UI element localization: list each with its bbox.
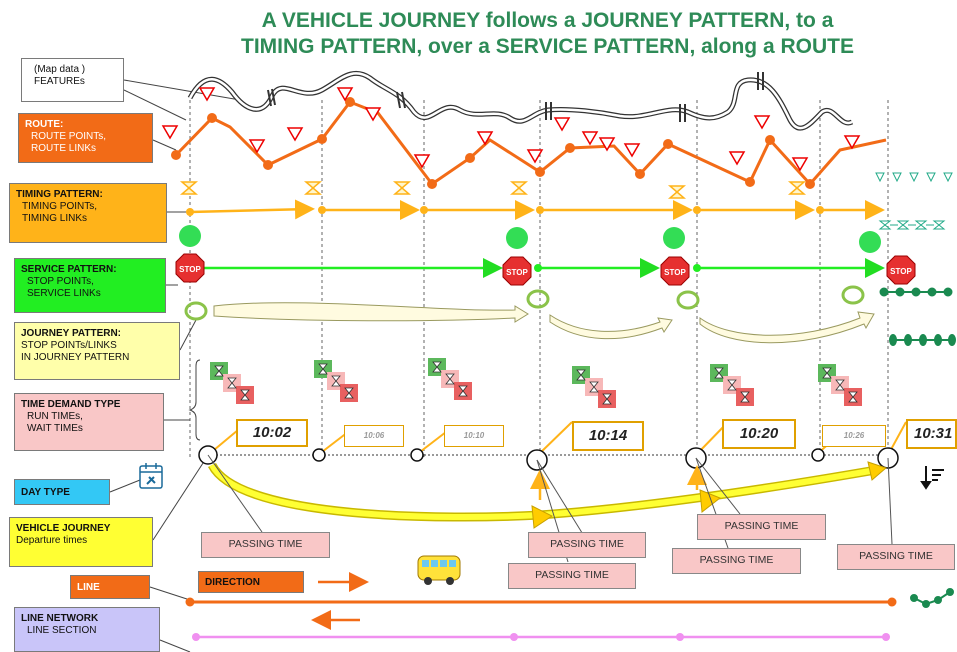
features-line-1: (Map data ) <box>34 64 86 75</box>
passing-time-1: PASSING TIME <box>201 532 330 558</box>
tdt-heading: TIME DEMAND TYPE <box>21 399 121 410</box>
tdt-line-1: RUN TIMEs, <box>27 411 83 422</box>
stop-sign-label-1: STOP <box>179 265 201 274</box>
time-demand-type-label: TIME DEMAND TYPE RUN TIMEs, WAIT TIMEs <box>14 393 164 451</box>
day-type-label: DAY TYPE <box>14 479 110 505</box>
route-line-2: ROUTE LINKs <box>31 143 97 154</box>
timing-points <box>186 206 824 216</box>
map-features <box>187 70 854 131</box>
time-box-7: 10:31 <box>906 419 957 449</box>
time-box-4: 10:14 <box>572 421 644 451</box>
sort-down-icon <box>920 466 944 490</box>
vj-heading: VEHICLE JOURNEY <box>16 523 111 534</box>
route-triangles <box>161 87 861 172</box>
journey-pattern-rings <box>184 285 865 321</box>
passing-time-6: PASSING TIME <box>837 544 955 570</box>
time-demand-icon-groups <box>210 358 862 408</box>
service-line-2: SERVICE LINKs <box>27 288 101 299</box>
line-network-section <box>192 633 890 641</box>
route-links <box>174 100 887 187</box>
vj-line-1: Departure times <box>16 535 88 546</box>
title-line-2: TIMING PATTERN, over a SERVICE PATTERN, … <box>241 35 854 58</box>
route-line-1: ROUTE POINTs, <box>31 131 107 142</box>
time-box-5: 10:20 <box>722 419 796 449</box>
time-box-6: 10:26 <box>822 425 886 447</box>
passing-time-3: PASSING TIME <box>508 563 636 589</box>
journey-pattern-arrows <box>213 302 875 344</box>
passing-time-2: PASSING TIME <box>528 532 646 558</box>
journey-heading: JOURNEY PATTERN: <box>21 328 122 339</box>
direction-label: DIRECTION <box>198 571 304 593</box>
timing-hourglass-icons <box>179 181 807 199</box>
stop-sign-label-3: STOP <box>664 268 686 277</box>
passing-time-4: PASSING TIME <box>697 514 826 540</box>
journey-legend-icon <box>889 334 956 346</box>
line-network-label: LINE NETWORK LINE SECTION <box>14 607 160 652</box>
tdt-line-2: WAIT TIMEs <box>27 423 83 434</box>
diagram-title: A VEHICLE JOURNEY follows a JOURNEY PATT… <box>140 8 955 60</box>
time-box-1: 10:02 <box>236 419 308 447</box>
label-connectors <box>109 79 241 652</box>
service-line-1: STOP POINTs, <box>27 276 94 287</box>
line-legend-icon <box>910 588 954 608</box>
journey-line-1: STOP POINTs/LINKS <box>21 340 117 351</box>
vehicle-journey-arrow <box>207 461 887 529</box>
line-route <box>185 572 897 630</box>
stop-sign-icon: STOP <box>886 255 916 285</box>
passing-time-5: PASSING TIME <box>672 548 801 574</box>
net-line-1: LINE SECTION <box>27 625 97 636</box>
calendar-icon <box>139 463 163 489</box>
stop-sign-icon: STOP <box>502 256 532 286</box>
features-line-2: FEATUREs <box>34 76 85 87</box>
time-box-3: 10:10 <box>444 425 504 447</box>
timing-links <box>189 199 885 220</box>
vehicle-journey-label: VEHICLE JOURNEY Departure times <box>9 517 153 567</box>
stop-sign-icon: STOP <box>175 253 205 283</box>
route-points <box>171 97 815 189</box>
service-heading: SERVICE PATTERN: <box>21 264 117 275</box>
line-label: LINE <box>70 575 150 599</box>
route-heading: ROUTE: <box>25 119 64 130</box>
timing-legend-icon <box>878 220 946 230</box>
title-line-1: A VEHICLE JOURNEY follows a JOURNEY PATT… <box>261 9 834 32</box>
time-box-2: 10:06 <box>344 425 404 447</box>
net-heading: LINE NETWORK <box>21 613 99 624</box>
stop-sign-icon: STOP <box>660 256 690 286</box>
route-legend-icon <box>875 172 953 183</box>
features-label: (Map data ) FEATUREs <box>21 58 124 102</box>
service-stop-circles <box>179 225 881 253</box>
bus-icon <box>417 555 461 585</box>
journey-pattern-label: JOURNEY PATTERN: STOP POINTs/LINKS IN JO… <box>14 322 180 380</box>
route-label: ROUTE: ROUTE POINTs, ROUTE LINKs <box>18 113 153 163</box>
timing-heading: TIMING PATTERN: <box>16 189 103 200</box>
service-points <box>534 264 701 272</box>
stop-sign-label-2: STOP <box>506 268 528 277</box>
timing-line-1: TIMING POINTs, <box>22 201 97 212</box>
service-legend-icon <box>879 287 953 297</box>
stop-sign-label-4: STOP <box>890 267 912 276</box>
service-pattern-label: SERVICE PATTERN: STOP POINTs, SERVICE LI… <box>14 258 166 313</box>
timing-pattern-label: TIMING PATTERN: TIMING POINTs, TIMING LI… <box>9 183 167 243</box>
journey-line-2: IN JOURNEY PATTERN <box>21 352 130 363</box>
timing-line-2: TIMING LINKs <box>22 213 88 224</box>
